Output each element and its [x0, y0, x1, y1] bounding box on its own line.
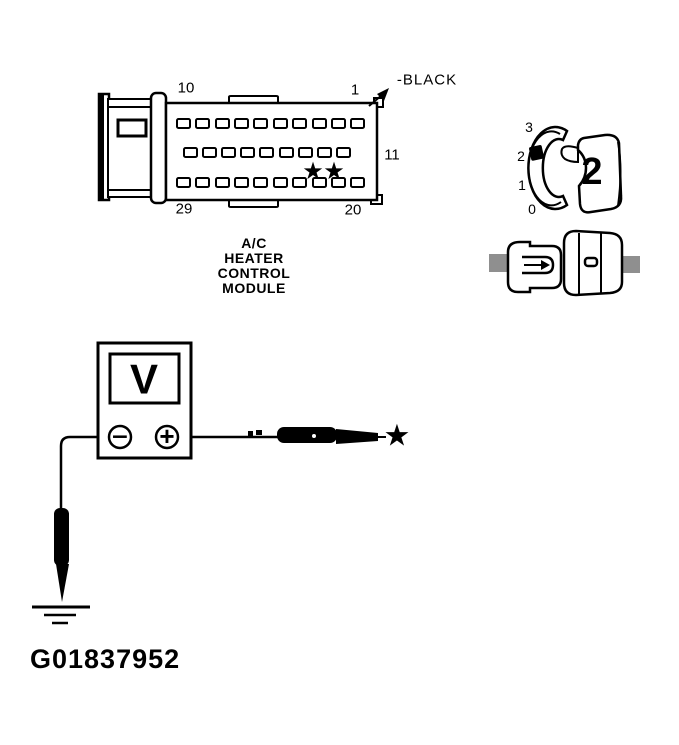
positive-probe-handle — [277, 427, 337, 443]
knob-scale-3: 3 — [525, 119, 533, 135]
connector-pin — [273, 177, 288, 188]
connector-pin — [234, 118, 249, 129]
knob-scale-1: 1 — [518, 177, 526, 193]
positive-terminal — [154, 424, 180, 450]
connector-pin — [176, 177, 191, 188]
connector-pin — [195, 118, 210, 129]
wire-stub-right — [621, 256, 640, 273]
connector-pin — [176, 118, 191, 129]
connector-pin — [183, 147, 198, 158]
connector-pin — [312, 118, 327, 129]
connector-pin — [312, 177, 327, 188]
voltmeter-test-setup: V − + ★ — [32, 341, 411, 625]
connector-pin — [350, 118, 365, 129]
star-icon: ★ — [302, 157, 324, 185]
connector-pin — [253, 118, 268, 129]
wire-stub-left — [489, 254, 509, 272]
connector-left-bar-shade — [100, 95, 104, 199]
terminal-fork — [522, 255, 555, 275]
connector-pin — [350, 177, 365, 188]
pin-row-top — [176, 118, 365, 129]
connector-pin — [195, 177, 210, 188]
connector-pin — [253, 177, 268, 188]
connector-pin — [273, 118, 288, 129]
connector-pin — [215, 177, 230, 188]
knob-tab — [560, 145, 579, 164]
connector-pin — [331, 118, 346, 129]
minus-icon: − — [111, 425, 129, 450]
connector-pin — [221, 147, 236, 158]
probe-handle-highlight — [312, 434, 316, 438]
star-icon: ★ — [323, 157, 345, 185]
negative-terminal — [107, 424, 133, 450]
pin-row-middle — [183, 147, 351, 158]
connector-pin — [336, 147, 351, 158]
connector-pin — [292, 177, 307, 188]
connector-pin — [331, 177, 346, 188]
male-connector-half — [506, 240, 563, 294]
connector-left-housing — [107, 98, 154, 198]
negative-lead-wire — [59, 435, 115, 509]
ac-heater-control-module-connector: ★ ★ 10 1 11 29 20 -BLACK A/C HEATER CONT… — [97, 72, 457, 296]
knob-button-label: 2 — [581, 151, 602, 193]
terminal-tip — [541, 260, 550, 270]
connector-pin — [215, 118, 230, 129]
connector-pin — [298, 147, 313, 158]
knob-button-edge — [617, 141, 622, 207]
connector-pin — [259, 147, 274, 158]
negative-probe-handle — [54, 508, 69, 566]
housing-slot — [116, 118, 148, 138]
black-wire-label: -BLACK — [397, 72, 457, 89]
pin-row-bottom — [176, 177, 365, 188]
caption-line: HEATER — [224, 250, 284, 266]
caption-line: MODULE — [222, 280, 286, 296]
connector-pin — [240, 147, 255, 158]
star-icon: ★ — [384, 419, 411, 454]
knob-ring — [527, 125, 569, 211]
connector-pin — [317, 147, 332, 158]
pin-label-11: 11 — [384, 147, 400, 164]
lead-plug-detail — [248, 431, 253, 436]
arrow-icon — [377, 88, 389, 101]
module-caption: A/C HEATER CONTROL MODULE — [218, 235, 291, 296]
knob-scale-0: 0 — [528, 201, 536, 217]
caption-line: A/C — [241, 235, 267, 251]
plus-icon: + — [159, 421, 174, 451]
voltmeter-display — [108, 352, 181, 405]
connector-pin — [202, 147, 217, 158]
knob-position-detail: 2 3 2 1 0 — [517, 119, 623, 217]
lead-plug-detail — [256, 430, 262, 435]
connector-pin — [292, 118, 307, 129]
negative-probe-tip — [56, 564, 69, 602]
pin-label-1: 1 — [351, 82, 359, 99]
female-connector-slot — [583, 256, 599, 268]
pin-label-29: 29 — [176, 201, 193, 218]
connector-pin — [279, 147, 294, 158]
pin-label-20: 20 — [345, 202, 362, 219]
knob-ring-rim — [527, 130, 562, 207]
pin-label-10: 10 — [178, 80, 195, 97]
voltmeter-display-label: V — [130, 356, 158, 403]
ground-symbol — [32, 605, 90, 625]
caption-line: CONTROL — [218, 265, 291, 281]
positive-probe-taper — [336, 429, 378, 444]
position-marker — [529, 145, 544, 161]
connector-pin — [234, 177, 249, 188]
connector-latch — [149, 91, 168, 205]
knob-scale-2: 2 — [517, 148, 525, 164]
inline-connector-halves — [489, 229, 640, 297]
figure-id: G01837952 — [30, 644, 180, 674]
